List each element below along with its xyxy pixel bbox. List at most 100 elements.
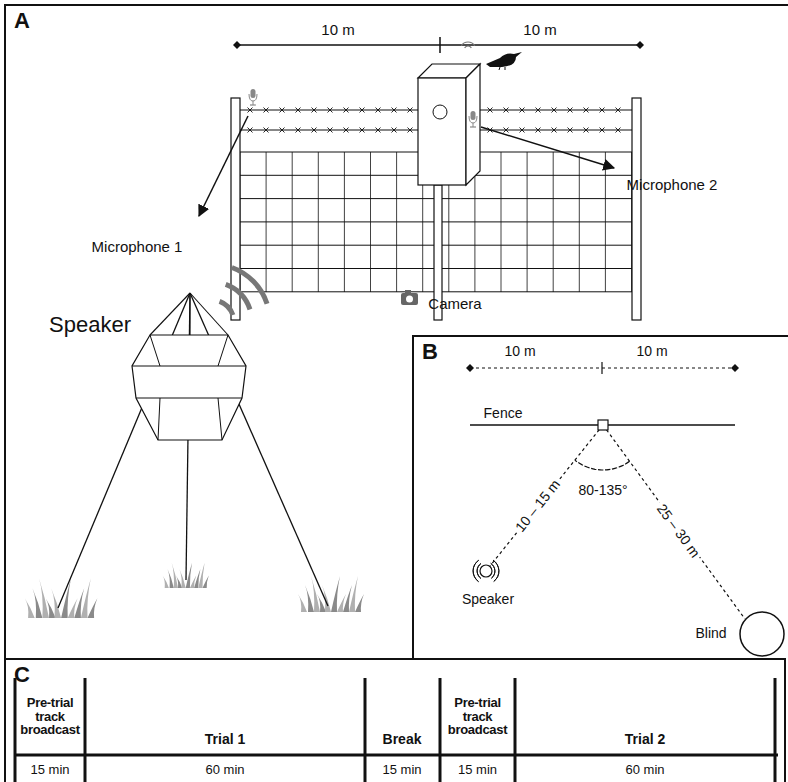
speaker-waves [491,564,495,579]
barb [328,128,333,133]
barb [376,108,381,113]
barb [328,128,333,133]
fence-post [632,98,641,320]
dimension-label: 10 m [636,344,667,359]
speaker-waves [473,560,479,581]
barb [280,108,285,113]
timeline-cell: Pre-trial track broadcast [16,696,84,737]
barb [552,128,557,133]
barb [504,108,509,113]
barb [536,128,541,133]
barb [520,128,525,133]
barb [264,108,269,113]
barb [264,108,269,113]
barb [616,108,621,113]
barb [312,108,317,113]
barb [584,108,589,113]
barb [360,108,365,113]
grass-tuft [25,578,98,618]
barb [568,108,573,113]
barb [360,108,365,113]
speaker-string [150,293,190,335]
barb [504,128,509,133]
duration-label: 15 min [458,763,497,777]
barb [296,128,301,133]
dimension-label: 10 m [321,22,354,39]
barb [504,108,509,113]
barb [488,108,493,113]
barb [616,128,621,133]
timeline-cell: Trial 1 [205,732,245,747]
barb [312,128,317,133]
barb [520,128,525,133]
barb [536,108,541,113]
timeline-divider [774,678,777,782]
barb [248,128,253,133]
barb [408,108,413,113]
barb [248,108,253,113]
barb [376,128,381,133]
barb [296,108,301,113]
part-label: Microphone 2 [627,177,718,194]
dimension-tick [601,362,602,374]
barb [584,128,589,133]
barb [360,128,365,133]
speaker-waves [477,564,481,579]
barb [568,128,573,133]
barb [312,128,317,133]
barb [248,128,253,133]
dimension-label: 10 m [504,344,535,359]
barb [280,128,285,133]
timeline-divider [514,678,517,782]
blind-label: Blind [695,626,726,641]
barb [392,108,397,113]
barb [376,128,381,133]
barb [600,128,605,133]
duration-label: 60 min [625,763,664,777]
timeline-cell: Break [383,732,422,747]
barb [616,108,621,113]
part-label: Microphone 1 [92,239,183,256]
camera-icon [401,290,418,305]
speaker-waves [493,560,499,581]
timeline-cell: Trial 2 [625,732,665,747]
barb [600,108,605,113]
microphone-icon [249,89,257,105]
box-marker [598,420,608,430]
timeline-divider [439,678,442,782]
barb [392,108,397,113]
barb [520,108,525,113]
barb [392,128,397,133]
leader-arrow [199,116,248,216]
song-waves [465,46,472,48]
barb [264,128,269,133]
barb [280,128,285,133]
barb [344,128,349,133]
barb [568,108,573,113]
barb [392,128,397,133]
part-label: Camera [428,296,481,313]
barb [296,108,301,113]
timeline-divider [84,678,87,782]
barb [616,128,621,133]
dimension-line [237,44,640,46]
sound-waves [226,284,250,309]
fence-label: Fence [484,406,523,421]
duration-label: 15 min [30,763,69,777]
timeline-divider [364,678,367,782]
dimension-end [731,364,739,372]
barb [328,108,333,113]
barb [536,108,541,113]
panel-letter: C [6,660,784,686]
barb [344,108,349,113]
barb [520,108,525,113]
timeline-cell: Pre-trial track broadcast [444,696,512,737]
barb [568,128,573,133]
speaker-string [190,293,228,335]
speaker-label: Speaker [462,592,514,607]
dimension-end [466,364,474,372]
blind-circle [740,612,784,656]
speaker-marker [480,565,492,577]
angle-label: 80-135° [578,483,627,498]
panel-letter: B [414,337,788,363]
